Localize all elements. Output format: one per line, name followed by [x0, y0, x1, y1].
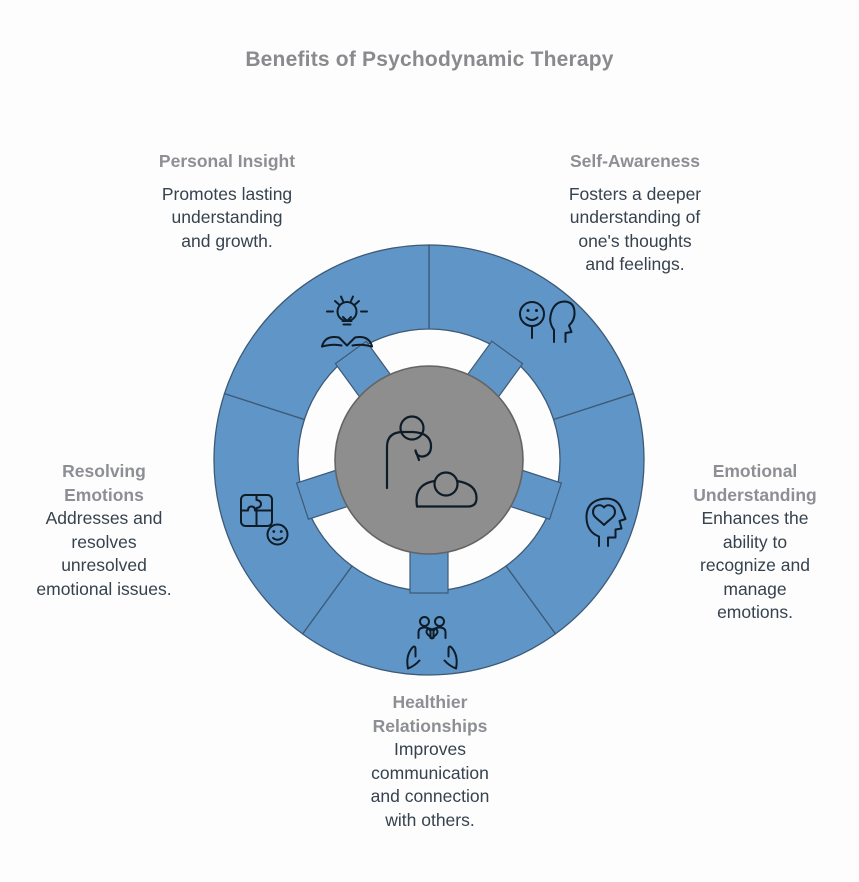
- section-description: Addresses and resolves unresolved emotio…: [36, 508, 172, 599]
- lightbulb-insight-icon: [321, 295, 373, 348]
- section-title: Emotional Understanding: [693, 461, 817, 505]
- section-healthier-relationships: Healthier Relationships Improves communi…: [328, 691, 532, 832]
- center-hub-circle: [334, 365, 524, 555]
- section-title: Self-Awareness: [569, 151, 701, 171]
- hands-holding-family-icon: [406, 616, 458, 670]
- puzzle-smiley-icon: [240, 494, 289, 546]
- mirror-face-icon: [519, 300, 576, 343]
- section-title: Resolving Emotions: [62, 461, 146, 505]
- section-self-awareness: Self-Awareness Fosters a deeper understa…: [524, 150, 746, 277]
- page-title: Benefits of Psychodynamic Therapy: [245, 48, 614, 71]
- section-description: Promotes lasting understanding and growt…: [161, 183, 293, 251]
- section-description: Enhances the ability to recognize and ma…: [700, 508, 810, 622]
- section-emotional-understanding: Emotional Understanding Enhances the abi…: [660, 460, 850, 625]
- segment-personal-insight: [223, 244, 430, 421]
- segment-emotional-understanding: [505, 392, 645, 635]
- therapy-session-icon: [385, 415, 478, 508]
- section-description: Improves communication and connection wi…: [370, 739, 490, 830]
- benefits-wheel-diagram: [213, 244, 645, 676]
- segment-resolving-emotions: [213, 392, 353, 635]
- section-description: Fosters a deeper understanding of one's …: [568, 183, 702, 275]
- section-personal-insight: Personal Insight Promotes lasting unders…: [118, 150, 336, 253]
- section-title: Healthier Relationships: [372, 692, 488, 736]
- section-title: Personal Insight: [158, 151, 296, 171]
- section-resolving-emotions: Resolving Emotions Addresses and resolve…: [8, 460, 200, 601]
- heart-in-head-icon: [585, 497, 627, 547]
